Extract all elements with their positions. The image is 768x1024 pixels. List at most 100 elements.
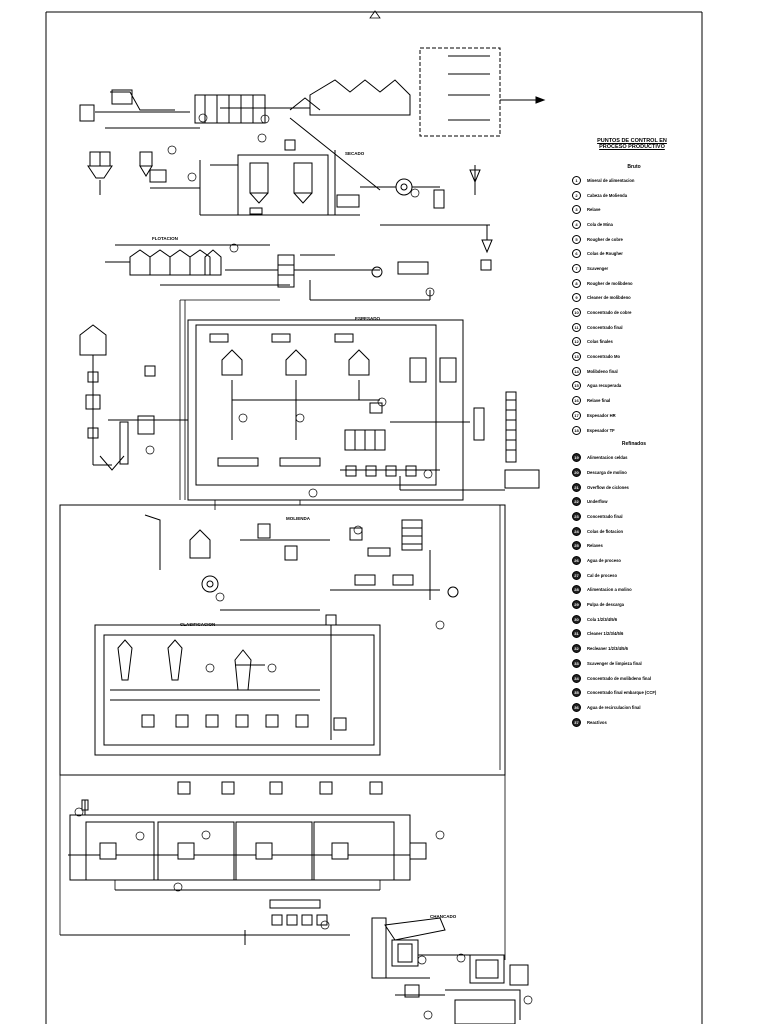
legend-item-number: 26	[572, 556, 581, 566]
legend-item: 9 Cleaner de molibdeno	[572, 291, 692, 306]
legend-item: 16 Relave final	[572, 393, 692, 408]
legend-item-label: Overflow de ciclones	[587, 484, 629, 490]
legend-item-number: 9	[572, 293, 581, 303]
legend-group-heading: Bruto	[627, 164, 641, 170]
legend-item-label: Cleaner 1/2/3/4/5/6	[587, 631, 624, 637]
section-label-chancado: CHANCADO	[430, 914, 457, 919]
legend-item-label: Agua de recirculacion final	[587, 704, 641, 710]
legend-item-label: Cola 1/2/3/4/5/6	[587, 616, 618, 622]
legend-item-number: 27	[572, 570, 581, 580]
legend-item-label: Pulpa de descarga	[587, 602, 625, 608]
legend-item-label: Scavenger	[587, 265, 609, 271]
legend-item: 5 Rougher de cobre	[572, 232, 692, 247]
legend-item-number: 24	[572, 526, 581, 536]
legend-item-number: 10	[572, 308, 581, 318]
legend-item-number: 20	[572, 467, 581, 477]
legend-item-number: 16	[572, 396, 581, 406]
storage-tanks	[87, 139, 493, 271]
legend-item-number: 35	[572, 688, 581, 698]
legend-item-number: 29	[572, 600, 581, 610]
legend-item-label: Concentrado final	[587, 324, 623, 330]
section-label-clasificacion: CLASIFICACION	[180, 622, 215, 627]
legend-item-label: Agua recuperada	[587, 383, 622, 389]
legend-item-label: Reactivos	[587, 719, 607, 725]
legend-item-number: 1	[572, 175, 581, 185]
legend-item-number: 13	[572, 352, 581, 362]
legend-item: 36 Agua de recirculacion final	[572, 700, 692, 715]
legend-title: PUNTOS DE CONTROL EN PROCESO PRODUCTIVO	[597, 138, 667, 150]
legend-item: 6 Colas de Rougher	[572, 246, 692, 261]
legend-item-label: Cal de proceso	[587, 572, 618, 578]
flotacion-top	[105, 244, 431, 301]
legend-item-number: 34	[572, 673, 581, 683]
legend-item-number: 19	[572, 453, 581, 463]
legend-item: 31 Cleaner 1/2/3/4/5/6	[572, 627, 692, 642]
legend-item: 17 Espesador HR	[572, 408, 692, 423]
legend-item-label: Espesador TF	[587, 427, 615, 433]
legend-item: 28 Alimentacion a molino	[572, 583, 692, 598]
legend-item-label: Concentrado Mo	[587, 354, 621, 360]
legend-item-number: 11	[572, 322, 581, 332]
legend-item-label: Cleaner de molibdeno	[587, 295, 631, 301]
legend-item-label: Rougher de cobre	[587, 236, 623, 242]
legend-item-label: Concentrado de cobre	[587, 310, 632, 316]
left-tank-chain	[79, 324, 188, 471]
section-label-secado: SECADO	[345, 151, 365, 156]
legend-group-heading: Refinados	[621, 441, 647, 448]
legend-item-label: Concentrado final embarque (CCF)	[587, 690, 657, 696]
legend-item: 29 Pulpa de descarga	[572, 597, 692, 612]
legend-item-label: Alimentacion a molino	[587, 587, 632, 593]
section-label-flotacion: FLOTACION	[152, 236, 178, 241]
legend-item-number: 36	[572, 702, 581, 712]
legend-item-label: Colas de Rougher	[587, 251, 623, 257]
legend-item-label: Relave	[587, 207, 601, 213]
legend-item-label: Cola de Mina	[587, 221, 613, 227]
legend-item-number: 17	[572, 410, 581, 420]
legend-item-label: Cabeza de Molienda	[587, 192, 628, 198]
legend-item: 27 Cal de proceso	[572, 568, 692, 583]
legend-item-number: 7	[572, 263, 581, 273]
legend-item-label: Relaves	[587, 543, 603, 549]
legend-item-label: Rougher de molibdeno	[587, 280, 633, 286]
legend-item-label: Relave final	[587, 398, 611, 404]
espesado-area	[187, 319, 540, 501]
legend-item: 22 Underflow	[572, 494, 692, 509]
chancado-area	[371, 917, 529, 1024]
legend-item: 35 Concentrado final embarque (CCF)	[572, 685, 692, 700]
legend-item-number: 8	[572, 278, 581, 288]
legend-item-number: 15	[572, 381, 581, 391]
legend-item-label: Concentrado de molibdeno final	[587, 675, 651, 681]
legend-item-label: Espesador HR	[587, 412, 616, 418]
legend-item: 7 Scavenger	[572, 261, 692, 276]
legend-item-number: 2	[572, 190, 581, 200]
legend-item: 13 Concentrado Mo	[572, 349, 692, 364]
clasificacion-area	[94, 624, 381, 756]
legend-item: 8 Rougher de molibdeno	[572, 276, 692, 291]
legend-item-number: 6	[572, 249, 581, 259]
legend-item: 2 Cabeza de Molienda	[572, 188, 692, 203]
legend-item-label: Recleaner 1/2/3/4/5/6	[587, 646, 628, 652]
legend-item-label: Underflow	[587, 499, 608, 505]
legend-item-number: 4	[572, 219, 581, 229]
legend-item-label: Colas finales	[587, 339, 613, 345]
legend-item-number: 31	[572, 629, 581, 639]
legend-item-number: 5	[572, 234, 581, 244]
legend-item-number: 22	[572, 497, 581, 507]
legend-item-number: 28	[572, 585, 581, 595]
legend-item: 4 Cola de Mina	[572, 217, 692, 232]
legend-item-number: 14	[572, 366, 581, 376]
